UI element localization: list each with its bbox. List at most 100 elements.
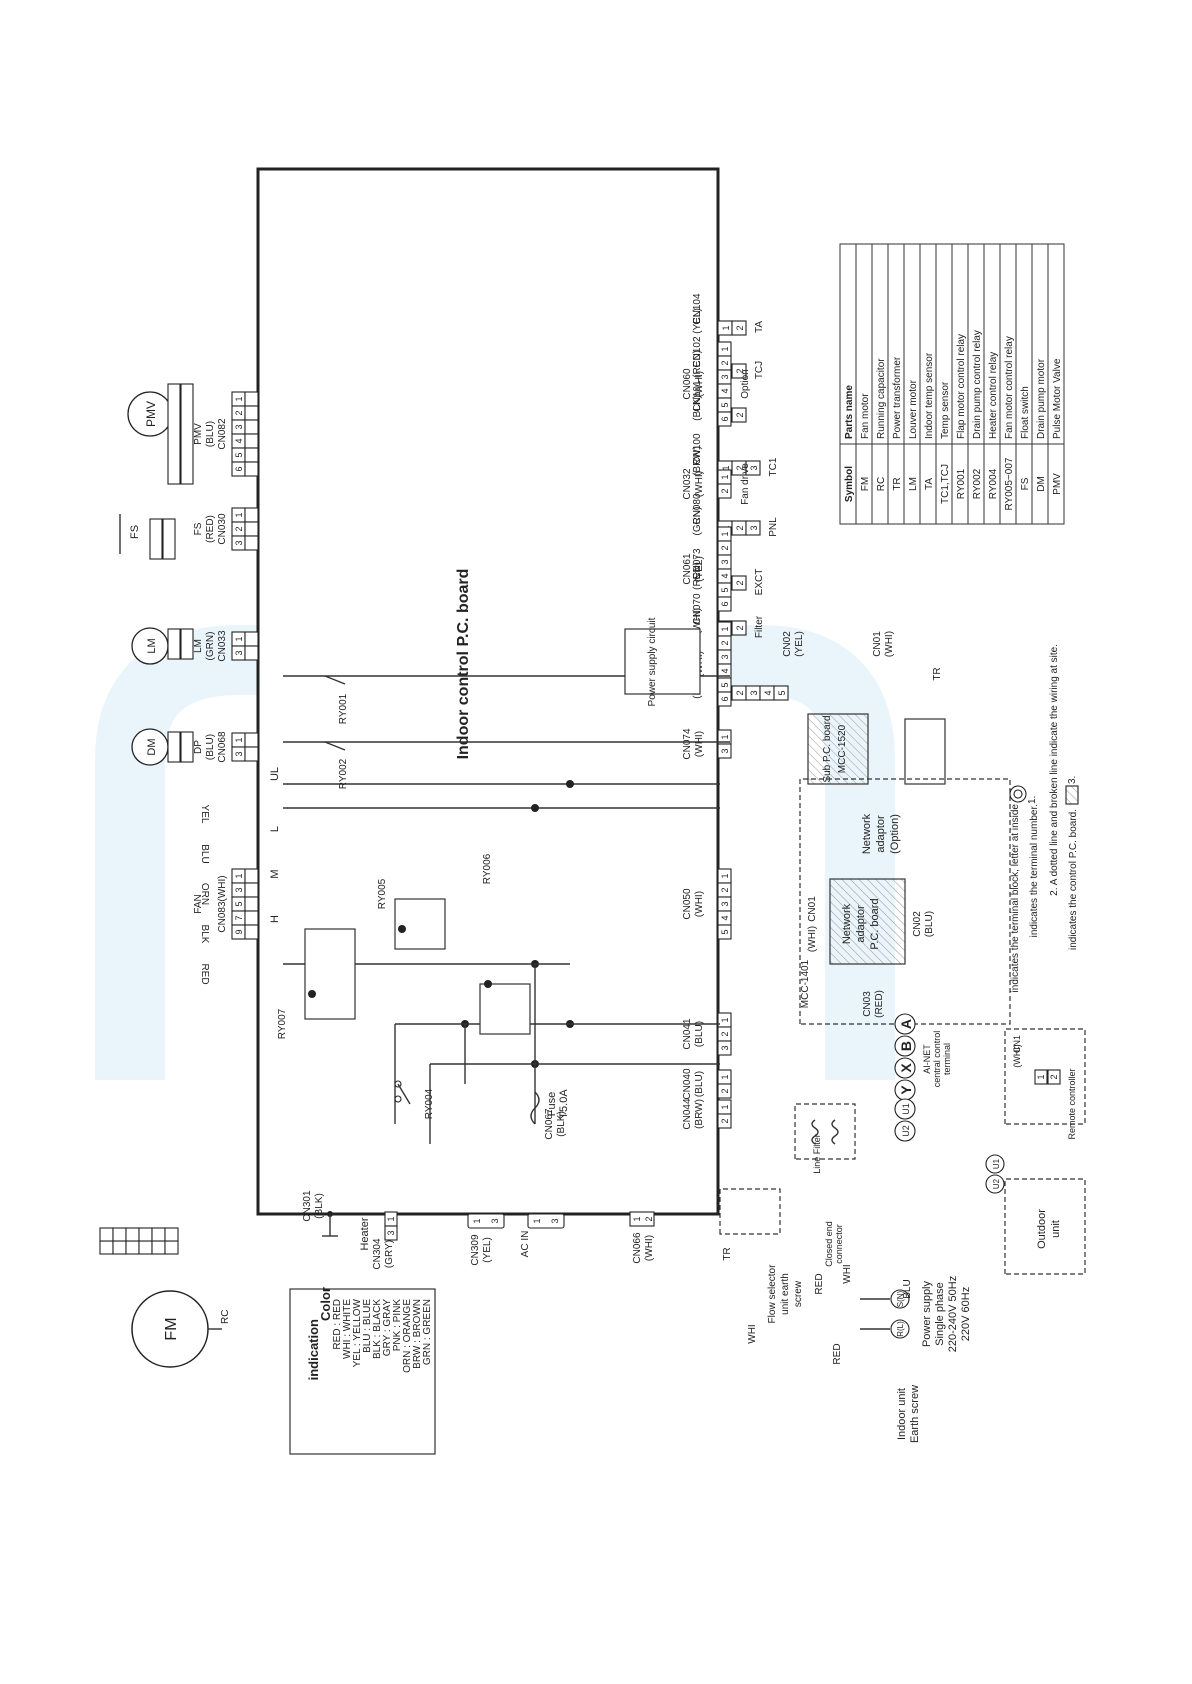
svg-text:terminal: terminal <box>942 1043 952 1075</box>
svg-text:CN309: CN309 <box>470 1234 481 1266</box>
fm-pin <box>151 1240 166 1255</box>
table-part-name: Indoor temp sensor <box>924 352 935 439</box>
connector-color: (WHI) <box>694 891 705 917</box>
pin-label: 1 <box>234 636 244 641</box>
terminal-letter: U1 <box>901 1103 911 1115</box>
svg-text:Color: Color <box>318 1287 333 1321</box>
terminal-letter: Y <box>898 1085 914 1095</box>
svg-text:3: 3 <box>550 1218 560 1223</box>
svg-text:220V 60Hz: 220V 60Hz <box>960 1287 972 1341</box>
svg-text:CN03: CN03 <box>862 991 873 1017</box>
svg-text:RC: RC <box>220 1310 231 1324</box>
connector-color: (WHI) <box>694 731 705 757</box>
table-symbol: RY004 <box>988 468 999 499</box>
table-symbol: FS <box>1020 477 1031 490</box>
cn301-connector: CN301 (BLK) <box>302 1190 338 1237</box>
pin-label: 3 <box>234 650 244 655</box>
pin-label: 2 <box>234 410 244 415</box>
svg-text:connector: connector <box>834 1224 844 1264</box>
svg-text:Earth screw: Earth screw <box>909 1385 921 1443</box>
table-symbol: RC <box>876 477 887 491</box>
svg-text:(YEL): (YEL) <box>794 631 805 657</box>
connector-color: (GRN) <box>205 632 216 661</box>
pin-label: 4 <box>763 690 773 695</box>
heater-connector: 1 3 Heater CN304 (GRY) <box>359 1211 398 1270</box>
table-symbol: PMV <box>1052 473 1063 495</box>
svg-text:RY005: RY005 <box>377 878 388 909</box>
pin-label: 5 <box>720 929 730 934</box>
pin-label: 2 <box>735 368 745 373</box>
connector-color: (RED) <box>692 350 703 378</box>
svg-text:DM: DM <box>146 738 158 755</box>
connector-color: (YEL) <box>692 308 703 334</box>
svg-text:CN02: CN02 <box>782 631 793 657</box>
pin-label: 2 <box>720 1031 730 1036</box>
ainet-terminal-b <box>894 1035 916 1057</box>
svg-text:1: 1 <box>1036 1074 1046 1079</box>
table-part-name: Pulse Motor Valve <box>1052 358 1063 439</box>
connector-name: CN080 <box>692 493 703 525</box>
table-part-name: Louver motor <box>908 379 919 439</box>
svg-text:RED: RED <box>832 1343 843 1364</box>
svg-text:1.: 1. <box>1027 796 1038 804</box>
connector-color: (RED) <box>205 515 216 543</box>
pin-label: 1 <box>720 346 730 351</box>
pin-label: 5 <box>234 901 244 906</box>
connector-label: DP <box>193 740 204 754</box>
color-item: BLK : BLACK <box>372 1299 383 1359</box>
fm-pin <box>112 1240 127 1255</box>
connector-color: (BRW) <box>694 1099 705 1129</box>
svg-text:3: 3 <box>386 1230 396 1235</box>
fm-pin <box>99 1240 114 1255</box>
pin-label: 3 <box>720 901 730 906</box>
connector-name: CN033 <box>217 630 228 662</box>
pin-label: 2 <box>720 488 730 493</box>
pin-label: 3 <box>749 690 759 695</box>
table-part-name: Drain pump motor <box>1036 358 1047 439</box>
svg-text:(RED): (RED) <box>874 990 885 1018</box>
svg-text:(GRY): (GRY) <box>384 1240 395 1268</box>
svg-text:FM: FM <box>163 1317 180 1340</box>
svg-text:MCC-1520: MCC-1520 <box>837 724 848 773</box>
pin-label: 2 <box>735 525 745 530</box>
pin-label: 1 <box>720 1017 730 1022</box>
table-symbol: RY005~007 <box>1004 457 1015 510</box>
svg-text:(BLU): (BLU) <box>924 911 935 937</box>
pin-label: 2 <box>720 545 730 550</box>
table-symbol: TA <box>924 478 935 490</box>
svg-text:adaptor: adaptor <box>875 815 887 853</box>
uu-terminal <box>894 1120 916 1142</box>
svg-text:S(N): S(N) <box>896 1290 905 1307</box>
cn309-connector: 1 3 CN309 (YEL) <box>467 1213 505 1266</box>
svg-text:(BLK): (BLK) <box>556 1111 567 1137</box>
pin-label: 4 <box>720 915 730 920</box>
color-item: BRW : BROWN <box>412 1299 423 1369</box>
color-item: ORN : ORANGE <box>402 1299 413 1373</box>
fm-pin <box>151 1227 166 1242</box>
pin-label: 3 <box>749 465 759 470</box>
svg-text:Indoor unit: Indoor unit <box>896 1388 908 1440</box>
svg-text:AI-NET: AI-NET <box>922 1044 932 1074</box>
connector-name: CN104 <box>692 293 703 325</box>
outdoor-terminal <box>985 1154 1005 1174</box>
color-item: BLU : BLUE <box>362 1299 373 1353</box>
fm-pin <box>125 1240 140 1255</box>
svg-text:adaptor: adaptor <box>855 905 867 943</box>
pin-label: 3 <box>720 374 730 379</box>
pin-label: 2 <box>735 412 745 417</box>
pin-label: 3 <box>234 887 244 892</box>
pin-label: 1 <box>720 626 730 631</box>
svg-text:2. A dotted line and broken l: 2. A dotted line and broken line indicat… <box>1049 644 1060 896</box>
pin-label: 2 <box>735 690 745 695</box>
svg-text:M: M <box>269 869 281 878</box>
svg-text:Closed end: Closed end <box>824 1221 834 1267</box>
pin-label: 4 <box>234 438 244 443</box>
